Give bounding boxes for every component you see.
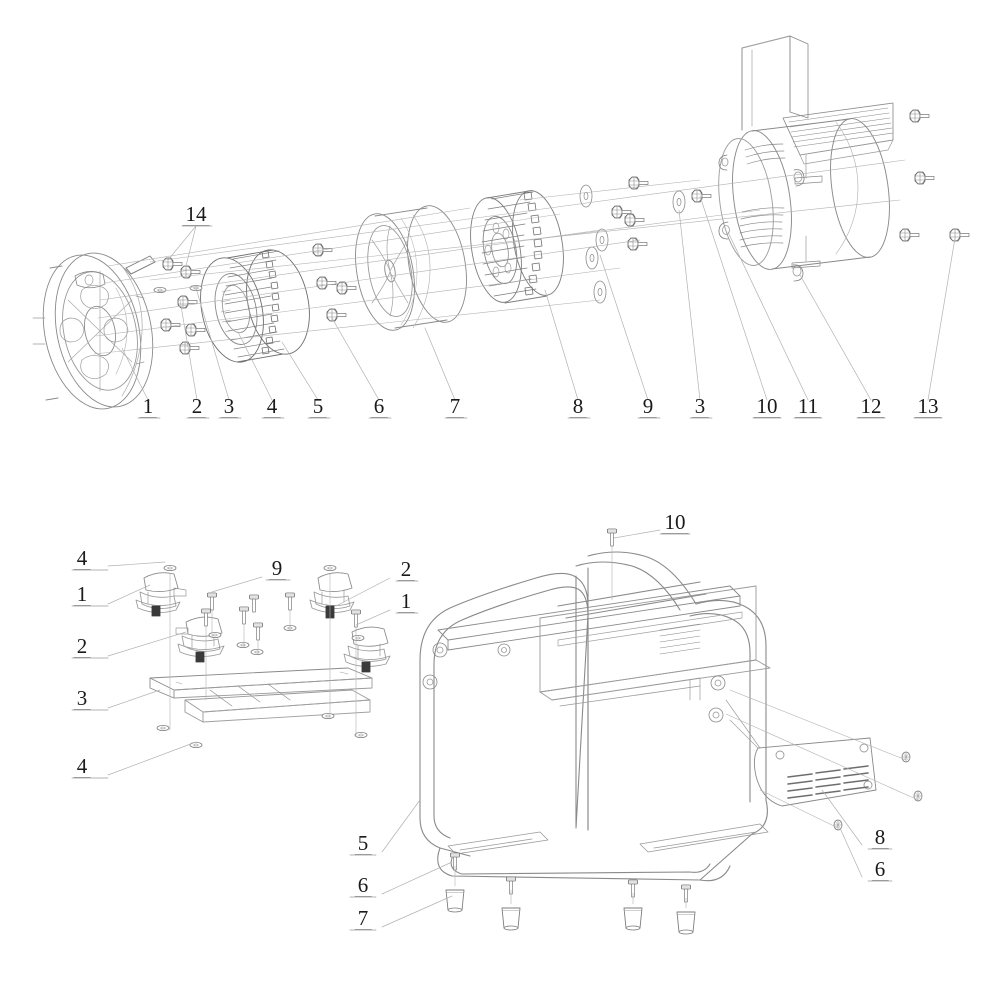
fastener-group-top xyxy=(153,109,970,355)
part-fan-shroud-housing xyxy=(718,35,894,282)
callout-top-13: 13 xyxy=(914,396,942,418)
part-isolator-mounts xyxy=(135,572,391,673)
callout-bot-left-1: 1 xyxy=(73,584,91,606)
callout-bot-left-4a: 4 xyxy=(73,548,91,570)
callout-bot-9: 9 xyxy=(268,558,286,580)
callout-underline-ticks xyxy=(137,225,943,419)
part-rotor-drum xyxy=(355,205,467,331)
callout-underline-ticks-bottom xyxy=(71,533,893,931)
callout-bot-5: 5 xyxy=(354,833,372,855)
callout-bot-6r: 6 xyxy=(871,859,889,881)
part-base-rails xyxy=(447,823,769,855)
callout-top-10: 10 xyxy=(753,396,781,418)
callout-top-2: 2 xyxy=(188,396,206,418)
callout-bot-6: 6 xyxy=(354,875,372,897)
callout-leaders-bottom xyxy=(107,529,863,928)
callout-bot-1: 1 xyxy=(397,591,415,613)
leader-lines-bottom-drops xyxy=(169,545,919,909)
part-roll-cage-frame xyxy=(419,551,768,882)
callout-14: 14 xyxy=(182,204,210,226)
callout-top-3: 3 xyxy=(220,396,238,418)
figure-frame-assembly xyxy=(71,528,923,935)
part-rear-end-cover xyxy=(32,252,154,410)
callout-top-1: 1 xyxy=(139,396,157,418)
callout-top-4: 4 xyxy=(263,396,281,418)
callout-bot-7: 7 xyxy=(354,908,372,930)
callout-top-11: 11 xyxy=(794,396,822,418)
callout-bot-left-2: 2 xyxy=(73,636,91,658)
leader-lines-explode-axis xyxy=(93,159,906,355)
part-stator-core xyxy=(200,249,310,363)
callout-top-8: 8 xyxy=(569,396,587,418)
callout-bot-left-4b: 4 xyxy=(73,756,91,778)
callout-top-6: 6 xyxy=(370,396,388,418)
callout-leaders-top xyxy=(121,195,956,401)
figure-alternator xyxy=(32,35,970,419)
callout-top-7: 7 xyxy=(446,396,464,418)
callout-bot-10: 10 xyxy=(661,512,689,534)
part-key-bar xyxy=(125,255,156,275)
callout-bot-left-3: 3 xyxy=(73,688,91,710)
callout-top-9: 9 xyxy=(639,396,657,418)
part-cooling-fan xyxy=(470,190,564,304)
callout-bot-2: 2 xyxy=(397,559,415,581)
part-engine-mount-rail xyxy=(149,667,373,723)
callout-top-12: 12 xyxy=(857,396,885,418)
part-louvered-side-panel xyxy=(725,699,877,807)
callout-top-5: 5 xyxy=(309,396,327,418)
callout-top-3b: 3 xyxy=(691,396,709,418)
part-upper-deck-panel xyxy=(422,585,771,723)
callout-bot-8r: 8 xyxy=(871,827,889,849)
